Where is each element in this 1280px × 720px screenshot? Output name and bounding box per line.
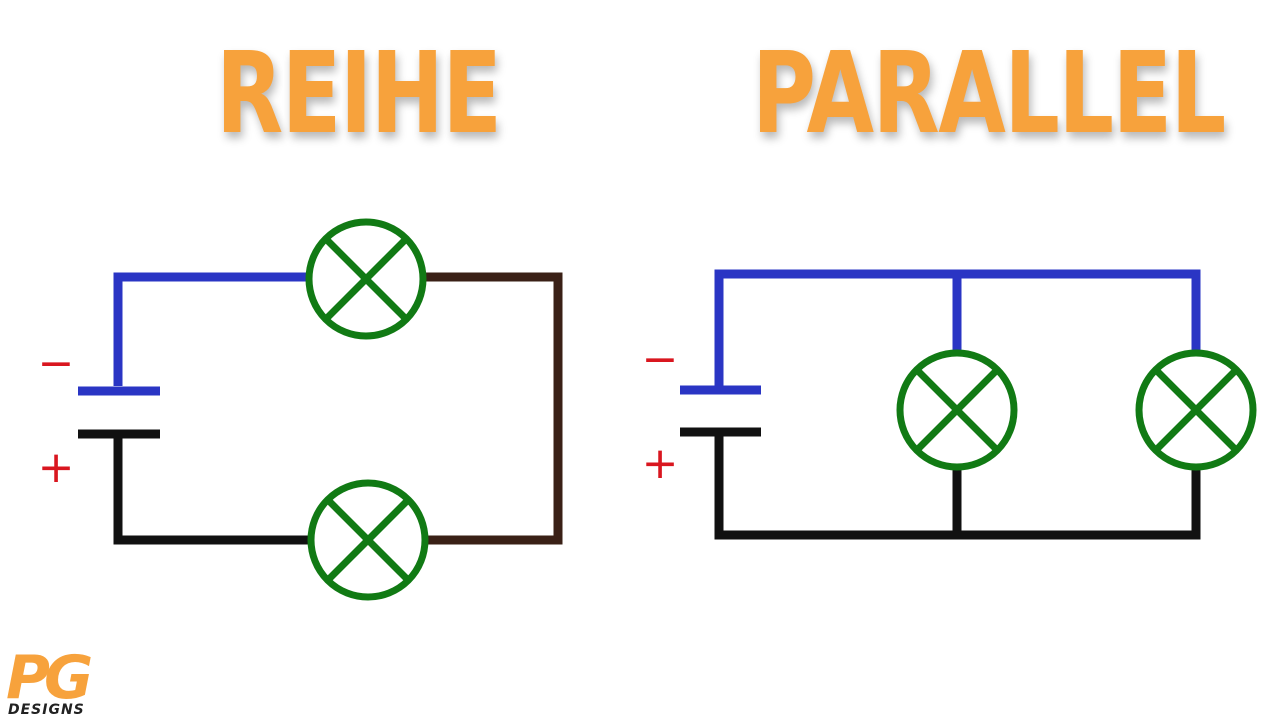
series-minus-sign: −	[38, 338, 75, 389]
parallel-minus-sign: −	[642, 334, 679, 385]
series-circuit	[78, 272, 563, 545]
series-lamp-top	[305, 218, 427, 340]
parallel-title: PARALLEL	[752, 29, 1226, 159]
parallel-lamp-left	[896, 349, 1018, 471]
series-plus-sign: +	[38, 442, 75, 493]
parallel-circuit	[680, 269, 1201, 540]
parallel-lamp-right	[1135, 349, 1257, 471]
series-return-wire	[424, 272, 563, 545]
pg-designs-logo: PG DESIGNS	[6, 643, 97, 718]
logo-mark: PG	[6, 643, 91, 713]
series-negative-wire	[113, 272, 308, 386]
series-positive-wire	[113, 432, 310, 545]
series-title: REIHE	[216, 29, 502, 159]
logo-name: DESIGNS	[8, 702, 85, 718]
series-lamp-bottom	[307, 479, 429, 601]
parallel-plus-sign: +	[642, 438, 679, 489]
